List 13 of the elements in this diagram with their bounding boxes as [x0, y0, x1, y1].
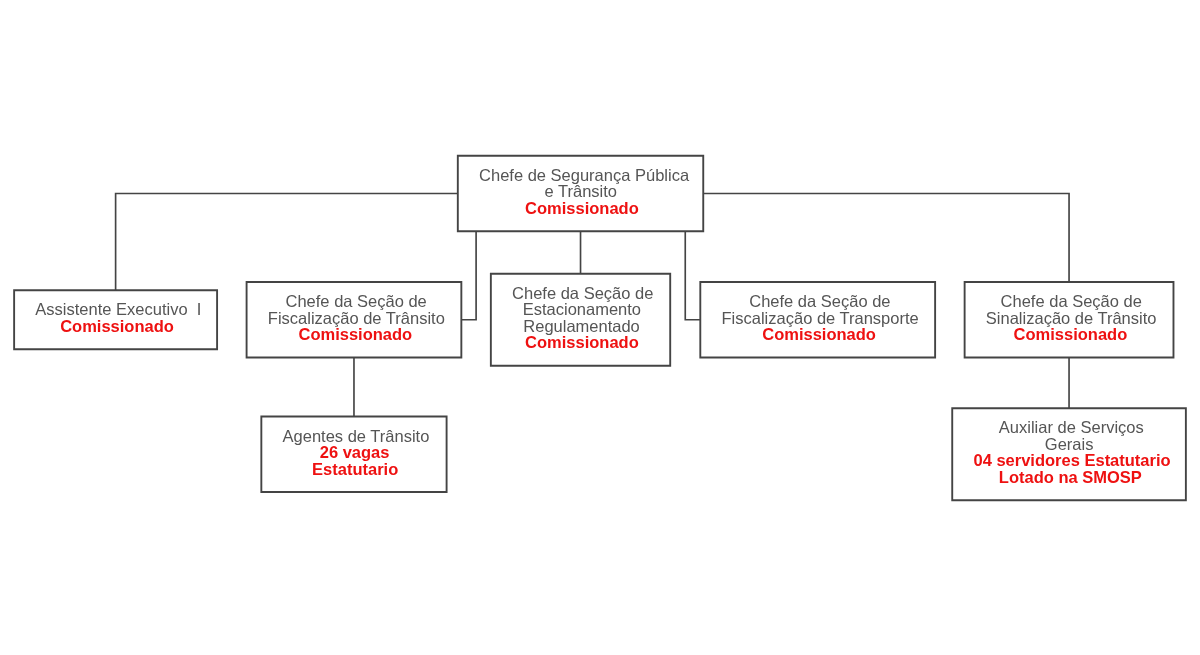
- node-box: Agentes de Trânsito 26 vagas Estatutario: [260, 415, 448, 493]
- node-box: Chefe da Seção de Sinalização de Trânsito Comissionado: [963, 280, 1175, 358]
- node-box: Auxiliar de Serviços Gerais 04 servidores Estatutario Lotado na SMOSP: [951, 406, 1187, 501]
- node-box: Chefe da Seção de Fiscalização de Trânsito Comissionado: [245, 280, 463, 358]
- connector: [702, 192, 1070, 283]
- connector: [579, 230, 582, 274]
- node-box: Chefe da Seção de Estacionamento Regulamentado Comissionado: [489, 272, 672, 367]
- connector: [114, 192, 459, 291]
- node-box: Chefe de Segurança Pública e Trânsito Comissionado: [456, 154, 705, 232]
- node-box: Chefe da Seção de Fiscalização de Transporte Comissionado: [699, 280, 937, 358]
- connector: [1068, 356, 1070, 409]
- node-box: Assistente Executivo I Comissionado: [13, 288, 219, 350]
- connector: [353, 356, 355, 417]
